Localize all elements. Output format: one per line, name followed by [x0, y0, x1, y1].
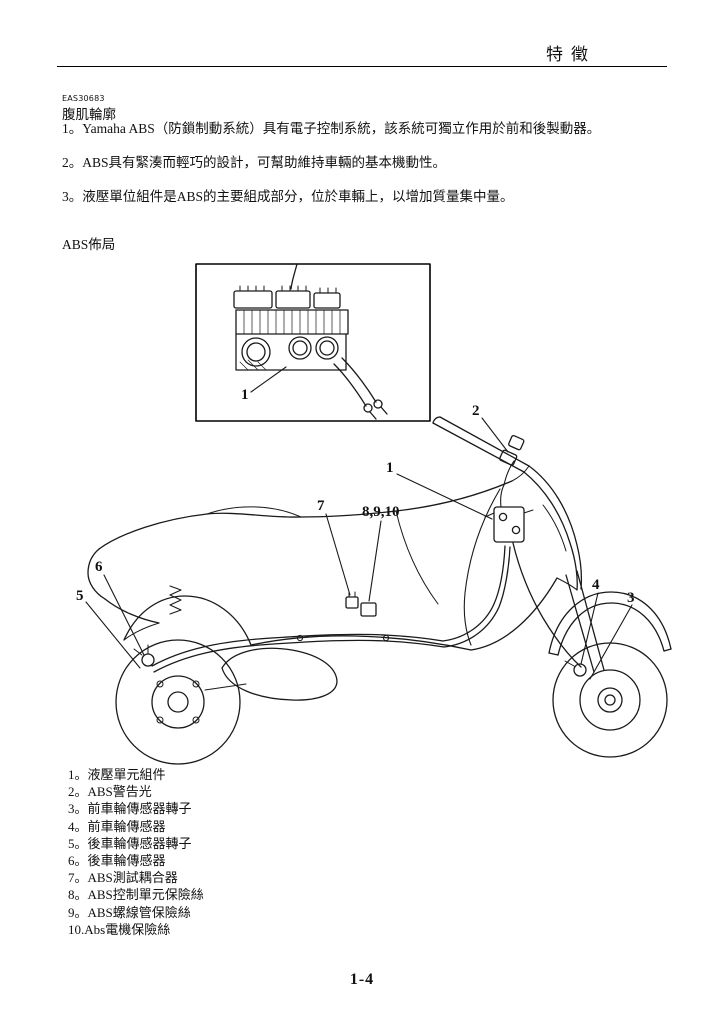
- callout-1-label: 1: [386, 460, 394, 476]
- legend-item-8: 8。ABS控制單元保險絲: [68, 887, 204, 903]
- callout-labels: 1 2 1 7 8,9,10 6 5 4 3: [76, 387, 635, 606]
- callout-5-label: 5: [76, 588, 84, 604]
- legend-item-4: 4。前車輪傳感器: [68, 818, 166, 834]
- inset-callout-1-label: 1: [241, 387, 249, 403]
- legend-item-2: 2。ABS警告光: [68, 784, 152, 800]
- abs-layout-heading: ABS佈局: [62, 237, 116, 252]
- abs-layout-diagram: 1 2 1 7 8,9,10 6 5 4 3: [76, 263, 672, 765]
- paragraph-1: 1。Yamaha ABS（防鎖制動系統）具有電子控制系統，該系統可獨立作用於前和…: [62, 121, 601, 136]
- hydraulic-unit-inset: [195, 263, 431, 422]
- legend-item-6: 6。後車輪傳感器: [68, 853, 166, 869]
- section-code: EAS30683: [62, 94, 105, 103]
- legend-item-7: 7。ABS測試耦合器: [68, 870, 178, 886]
- scooter-line-drawing: [87, 416, 672, 765]
- paragraph-3: 3。液壓單位組件是ABS的主要組成部分，位於車輛上，以增加質量集中量。: [62, 189, 514, 204]
- callout-4-label: 4: [592, 577, 600, 593]
- page-header-title: 特徵: [546, 45, 596, 64]
- legend-item-5: 5。後車輪傳感器轉子: [68, 835, 192, 851]
- callout-6-label: 6: [95, 559, 103, 575]
- callout-7-label: 7: [317, 498, 325, 514]
- header-rule: [57, 66, 667, 67]
- legend-item-1: 1。液壓單元組件: [68, 767, 166, 782]
- page-number: 1-4: [349, 971, 375, 988]
- legend-list: 1。液壓單元組件 2。ABS警告光 3。前車輪傳感器轉子 4。前車輪傳感器 5。…: [68, 766, 204, 938]
- callout-2-label: 2: [472, 403, 480, 419]
- callout-leader-lines: [85, 417, 633, 680]
- legend-item-10: 10.Abs電機保險絲: [68, 921, 171, 937]
- paragraph-2: 2。ABS具有緊湊而輕巧的設計，可幫助維持車輛的基本機動性。: [62, 155, 447, 170]
- legend-item-3: 3。前車輪傳感器轉子: [68, 801, 192, 817]
- section-title: 腹肌輪廓: [62, 107, 116, 122]
- legend-item-9: 9。ABS螺線管保險絲: [68, 904, 191, 920]
- callout-3-label: 3: [627, 590, 635, 606]
- callout-8-9-10-label: 8,9,10: [362, 504, 400, 520]
